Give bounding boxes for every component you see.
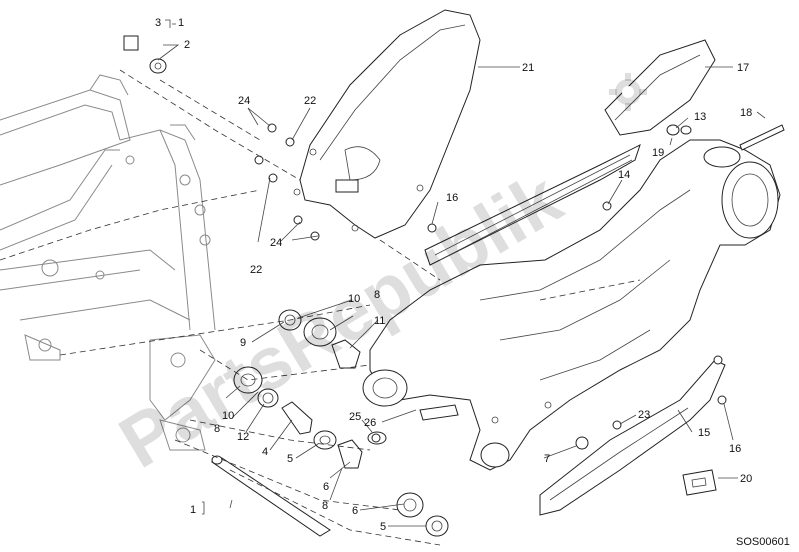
callout-18: 18 bbox=[740, 107, 752, 119]
callout-3: 3 bbox=[155, 17, 161, 29]
label-plate bbox=[682, 469, 717, 496]
callout-4: 4 bbox=[262, 446, 268, 458]
pivot-shaft bbox=[210, 455, 331, 537]
callout-17: 17 bbox=[737, 62, 749, 74]
callout-22-bottom: 22 bbox=[250, 264, 262, 276]
callout-10-left: 10 bbox=[222, 410, 234, 422]
motorcycle-frame bbox=[0, 74, 216, 451]
callout-16-bottom: 16 bbox=[729, 443, 741, 455]
gear-icon bbox=[609, 73, 647, 111]
callout-1-bottom: 1 bbox=[190, 504, 196, 516]
callout-labels: 3 1 2 21 17 24 22 13 18 19 14 16 24 22 1… bbox=[155, 17, 752, 533]
callout-24-top: 24 bbox=[238, 95, 250, 107]
callout-19: 19 bbox=[652, 147, 664, 159]
callout-22-top: 22 bbox=[304, 95, 316, 107]
callout-8-middle: 8 bbox=[322, 500, 328, 512]
callout-16-top: 16 bbox=[446, 192, 458, 204]
bushings-and-bearings bbox=[233, 309, 459, 537]
callout-6-middle: 6 bbox=[323, 481, 329, 493]
callout-25: 25 bbox=[349, 411, 361, 423]
leader-lines bbox=[157, 19, 766, 527]
callout-14: 14 bbox=[618, 169, 630, 181]
callout-6-bottom: 6 bbox=[352, 505, 358, 517]
chain-slider bbox=[424, 144, 641, 266]
rear-mudguard bbox=[293, 9, 481, 239]
fasteners bbox=[123, 35, 785, 450]
callout-20: 20 bbox=[740, 473, 752, 485]
callout-5-middle: 5 bbox=[287, 453, 293, 465]
assembly-lines bbox=[0, 69, 641, 546]
callout-9: 9 bbox=[240, 337, 246, 349]
callout-8-left: 8 bbox=[214, 423, 220, 435]
callout-11: 11 bbox=[374, 315, 385, 327]
callout-5-bottom: 5 bbox=[380, 521, 386, 533]
callout-10-top: 10 bbox=[348, 293, 360, 305]
callout-13: 13 bbox=[694, 111, 706, 123]
callout-7: 7 bbox=[544, 453, 550, 465]
chain-guard bbox=[604, 39, 716, 136]
swingarm bbox=[362, 139, 781, 471]
callout-24-bottom: 24 bbox=[270, 237, 282, 249]
lower-chain-guard bbox=[539, 355, 726, 516]
callout-21: 21 bbox=[522, 62, 534, 74]
callout-23: 23 bbox=[638, 409, 650, 421]
callout-8-top: 8 bbox=[374, 289, 380, 301]
callout-12: 12 bbox=[237, 431, 249, 443]
callout-26: 26 bbox=[364, 417, 376, 429]
callout-2: 2 bbox=[184, 39, 190, 51]
callout-15: 15 bbox=[698, 427, 710, 439]
drawing-code: SOS00601 bbox=[736, 536, 790, 548]
callout-1-top: 1 bbox=[178, 17, 184, 29]
